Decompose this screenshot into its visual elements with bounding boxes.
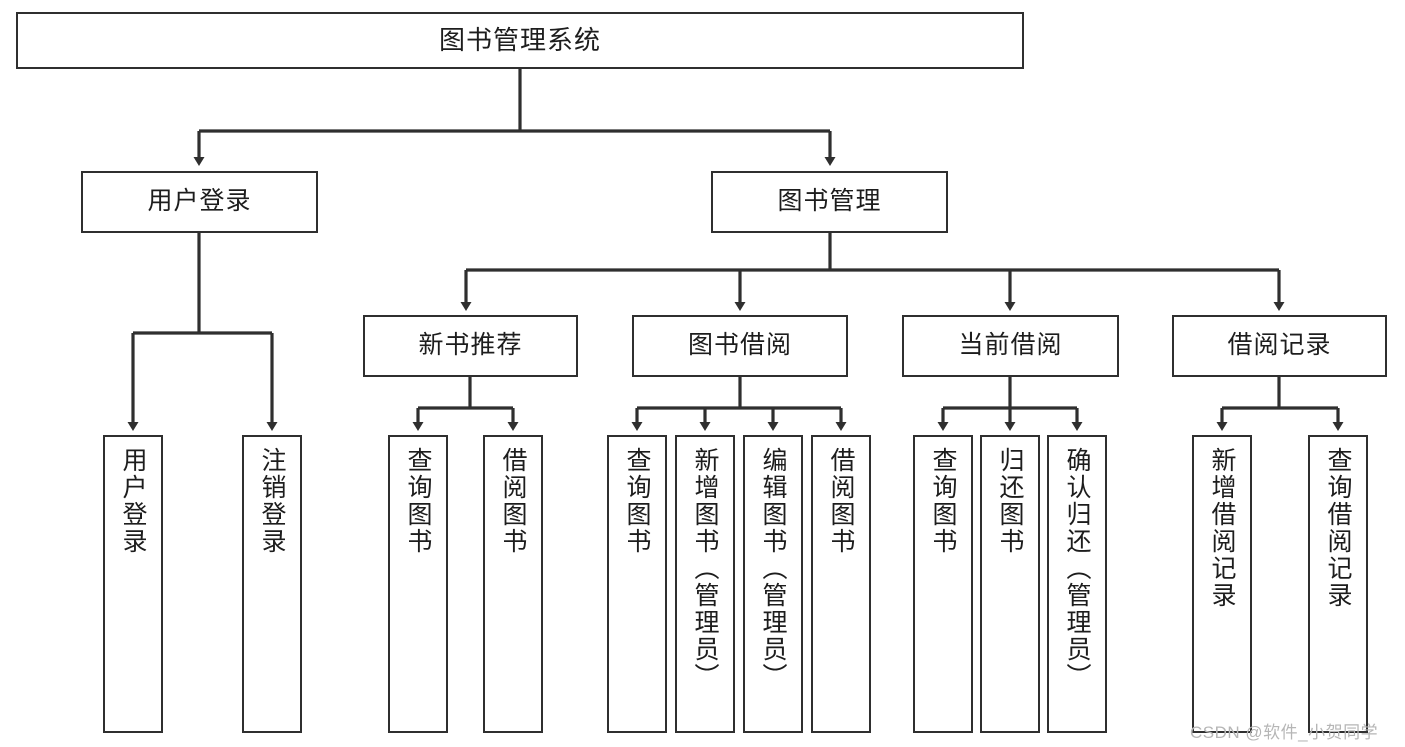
leaf-borrow-record-add-record[interactable]: 新增借阅记录 [1192,435,1252,733]
node-label: 图书管理 [777,187,882,216]
leaf-new-book-query-book[interactable]: 查询图书 [388,435,448,733]
csdn-watermark: CSDN @软件_小贺同学 [1190,723,1379,742]
leaf-current-borrow-return-book[interactable]: 归还图书 [980,435,1040,733]
node-book-management[interactable]: 图书管理 [711,171,948,233]
node-label: 查询图书 [623,447,651,555]
leaf-book-borrow-add-book-admin[interactable]: 新增图书（管理员） [675,435,735,733]
leaf-new-book-borrow-book[interactable]: 借阅图书 [483,435,543,733]
leaf-user-login-logout[interactable]: 注销登录 [242,435,302,733]
node-book-borrow[interactable]: 图书借阅 [632,315,848,377]
node-label: 确认归还（管理员） [1063,447,1091,690]
leaf-user-login-login[interactable]: 用户登录 [103,435,163,733]
node-label: 借阅图书 [827,447,855,555]
node-user-login[interactable]: 用户登录 [81,171,318,233]
leaf-book-borrow-query-book[interactable]: 查询图书 [607,435,667,733]
node-label: 当前借阅 [958,331,1063,360]
leaf-book-borrow-borrow-book[interactable]: 借阅图书 [811,435,871,733]
node-label: 查询图书 [404,447,432,555]
node-label: 借阅图书 [499,447,527,555]
leaf-current-borrow-query-book[interactable]: 查询图书 [913,435,973,733]
leaf-current-borrow-confirm-return-admin[interactable]: 确认归还（管理员） [1047,435,1107,733]
node-label: 归还图书 [996,447,1024,555]
node-label: 图书借阅 [687,331,792,360]
leaf-book-borrow-edit-book-admin[interactable]: 编辑图书（管理员） [743,435,803,733]
leaf-borrow-record-query-record[interactable]: 查询借阅记录 [1308,435,1368,733]
node-new-book-recommend[interactable]: 新书推荐 [363,315,578,377]
node-label: 注销登录 [258,447,286,555]
node-label: 编辑图书（管理员） [759,447,787,690]
node-label: 查询图书 [929,447,957,555]
node-label: 新增图书（管理员） [691,447,719,690]
node-label: 新书推荐 [418,331,523,360]
node-current-borrow[interactable]: 当前借阅 [902,315,1119,377]
node-label: 图书管理系统 [438,25,601,56]
node-label: 用户登录 [119,447,147,555]
node-root-book-management-system[interactable]: 图书管理系统 [16,12,1024,69]
node-label: 借阅记录 [1227,331,1332,360]
node-label: 查询借阅记录 [1324,447,1352,609]
node-label: 用户登录 [147,187,252,216]
node-borrow-record[interactable]: 借阅记录 [1172,315,1387,377]
node-label: 新增借阅记录 [1208,447,1236,609]
